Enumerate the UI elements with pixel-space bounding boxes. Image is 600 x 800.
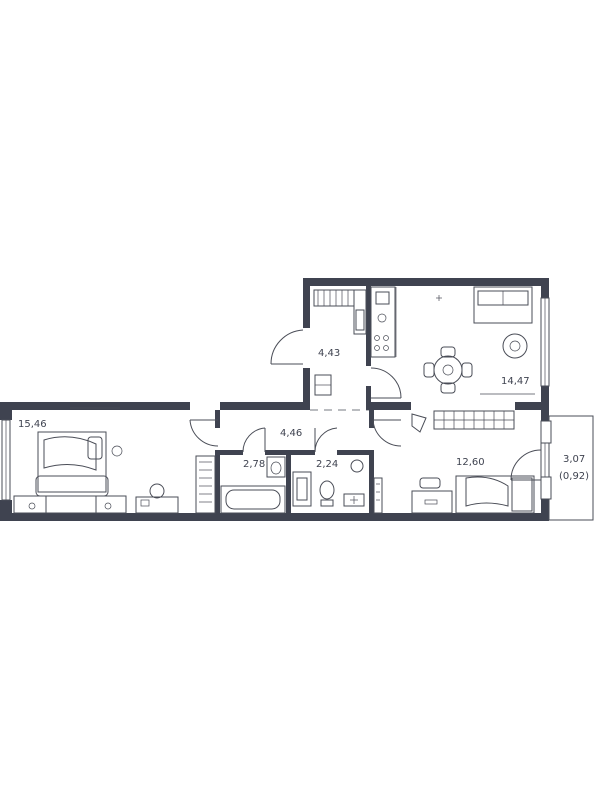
area-label-kitchen-living: 14,47 (501, 376, 530, 387)
area-label-balcony: 3,07 (563, 454, 585, 465)
area-label-wc: 2,24 (316, 459, 338, 470)
area-labels: 4,43 14,47 15,46 4,46 2,78 2,24 12,60 3,… (18, 348, 589, 482)
area-label-bathroom: 2,78 (243, 459, 265, 470)
area-label-bedroom-right: 12,60 (456, 457, 485, 468)
bathroom-furniture (220, 456, 286, 514)
windows (1, 297, 550, 501)
wc-furniture (292, 459, 365, 507)
bedroom-left-furniture (13, 431, 216, 514)
area-label-balcony-reduced: (0,92) (559, 471, 589, 482)
walls (0, 278, 549, 521)
area-label-hall-upper: 4,43 (318, 348, 340, 359)
hall-furniture (313, 289, 367, 396)
bedroom-right-furniture (373, 410, 535, 514)
balcony (510, 415, 594, 521)
doors (189, 329, 402, 453)
kitchen-furniture (370, 286, 533, 394)
area-label-corridor: 4,46 (280, 428, 302, 439)
area-label-bedroom-left: 15,46 (18, 419, 47, 430)
